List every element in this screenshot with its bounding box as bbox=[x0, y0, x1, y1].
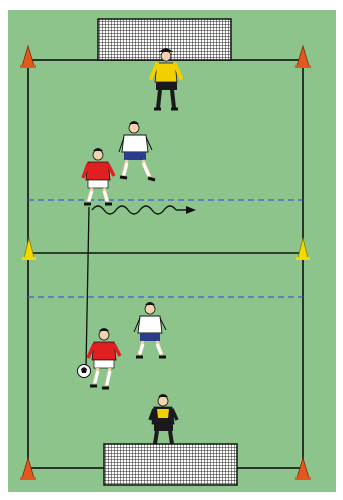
soccer-ball bbox=[78, 365, 91, 378]
bottom-goal bbox=[104, 444, 237, 485]
